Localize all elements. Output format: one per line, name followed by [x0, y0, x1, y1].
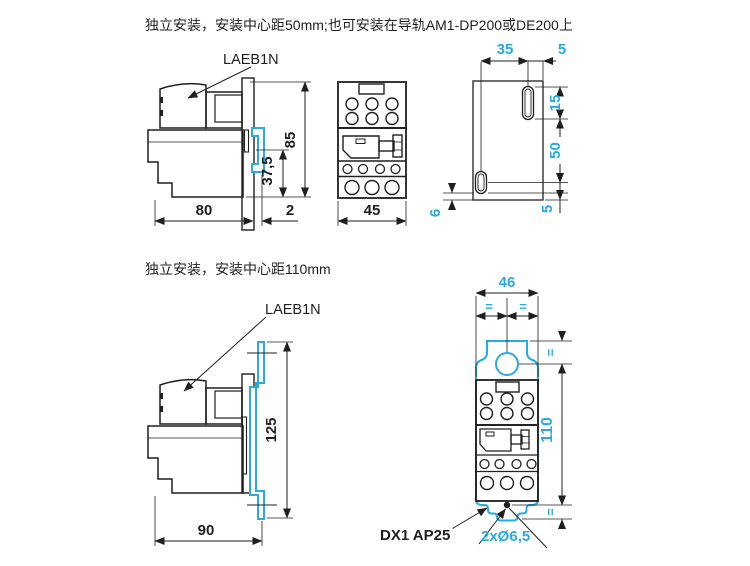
dim-46: 46 [499, 274, 516, 291]
dim-15: 15 [547, 95, 564, 112]
section-title-110mm: 独立安装，安装中心距110mm [145, 261, 331, 277]
front-body-section [475, 424, 539, 502]
dim-125: 125 [263, 417, 280, 442]
plate-type-label: DX1 AP25 [380, 527, 450, 544]
latch-mechanism [479, 428, 530, 452]
power-terminals [479, 475, 535, 491]
module-tick [159, 97, 163, 103]
front-view-plate-110: 46 = = = 110 = DX1 AP25 2xØ6,5 [380, 274, 572, 549]
mounting-plate [472, 80, 544, 201]
front-view-45: 45 [337, 81, 407, 226]
mounting-slot-top [521, 85, 535, 121]
dim-5-top: 5 [558, 41, 566, 58]
dim-90: 90 [198, 522, 215, 539]
section-title-50mm: 独立安装，安装中心距50mm;也可安装在导轨AM1-DP200或DE200上 [145, 17, 573, 33]
rail-clip-detail [241, 416, 248, 475]
mounting-plate-profile [249, 341, 265, 520]
dim-2: 2 [286, 202, 294, 219]
part-label: LAEB1N [223, 52, 279, 68]
module-tick [159, 406, 163, 412]
module-terminals [479, 392, 535, 421]
dim-85: 85 [282, 132, 299, 149]
back-view-plate: 35 5 15 50 5 6 [427, 41, 568, 217]
relay-module [159, 82, 207, 129]
holes-spec-label: 2xØ6,5 [481, 528, 530, 545]
plate-leader-line [452, 507, 488, 529]
module-back-column [241, 77, 255, 231]
dim-6: 6 [427, 209, 444, 217]
module-button [358, 83, 385, 95]
dim-110: 110 [539, 417, 556, 443]
module-inner-detail [214, 94, 243, 123]
dim-5-bottom: 5 [539, 205, 556, 213]
dim-35: 35 [497, 41, 514, 58]
module-button [495, 381, 520, 393]
module-mid-block [205, 387, 243, 425]
holes-leader-line [478, 508, 506, 545]
mounting-slot-bottom [474, 170, 488, 195]
dim-37-5: 37,5 [259, 156, 276, 185]
leader-line [187, 66, 252, 99]
side-view-50mm: LAEB1N 85 37,5 80 2 [147, 52, 311, 231]
front-module-section [337, 81, 407, 129]
dim-equal-left: = [485, 299, 493, 314]
aux-terminals [479, 458, 537, 470]
front-body-section [337, 127, 407, 199]
side-view-110mm: LAEB1N 125 90 [147, 302, 321, 546]
dim-equal-right: = [519, 299, 527, 314]
module-tick [159, 393, 163, 399]
dim-45: 45 [364, 202, 381, 219]
module-tick [159, 110, 163, 116]
dim-80: 80 [196, 202, 213, 219]
module-terminals [345, 97, 399, 126]
contactor-body [147, 129, 244, 198]
dim-equal-top: = [543, 348, 558, 356]
plate-hole-bottom [503, 501, 511, 509]
dim-50: 50 [547, 142, 564, 159]
aux-terminals [342, 163, 401, 175]
latch-mechanism [342, 134, 403, 159]
relay-module [159, 378, 207, 425]
module-inner-detail [214, 390, 243, 419]
contactor-body [147, 425, 244, 494]
dim-equal-bottom: = [543, 508, 558, 516]
plate-hole-top [495, 352, 519, 376]
power-terminals [344, 179, 400, 196]
holes-leader-line-2 [508, 507, 548, 549]
rail-clip-detail [243, 129, 250, 153]
part-label: LAEB1N [265, 302, 321, 318]
leader-line [183, 316, 267, 392]
